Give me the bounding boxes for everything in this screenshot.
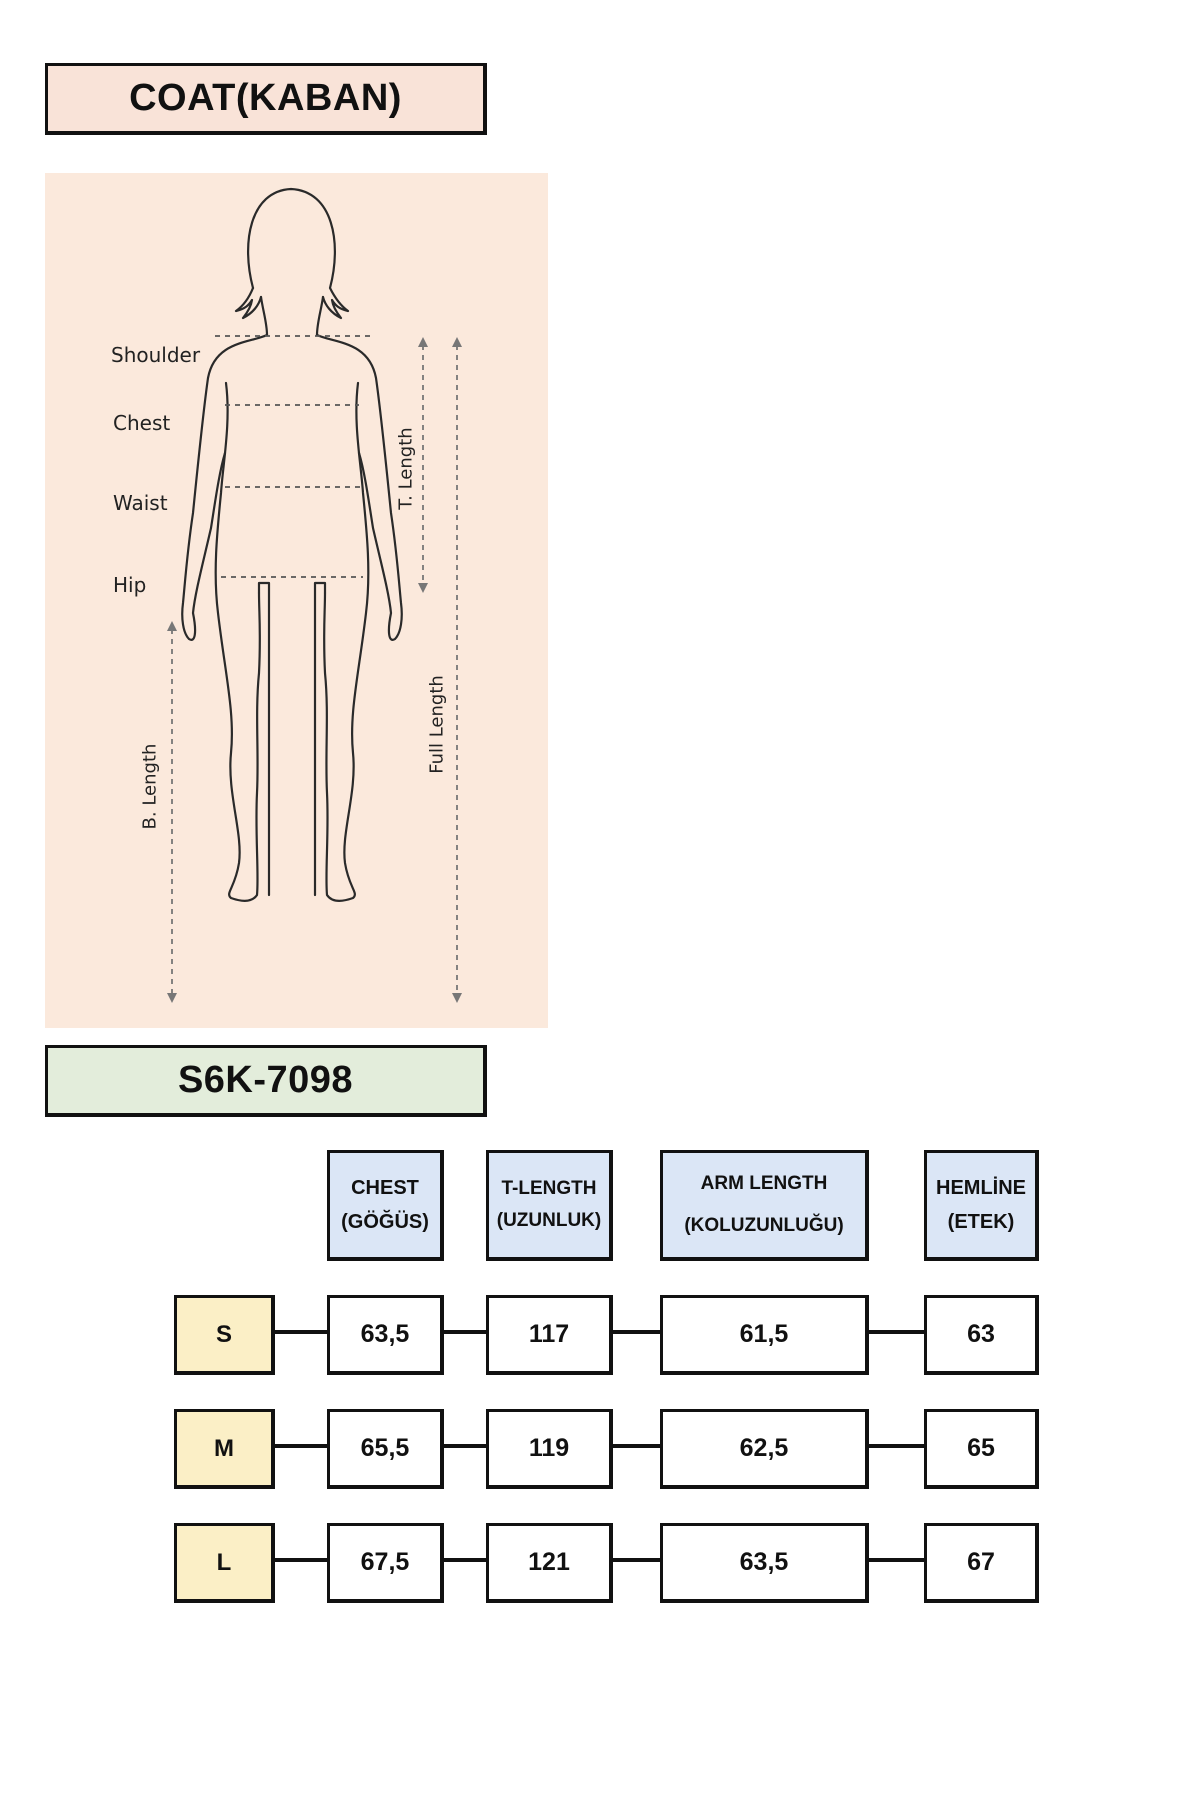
chest-label: Chest bbox=[113, 411, 171, 435]
header-hemline-line2: (ETEK) bbox=[947, 1211, 1015, 1233]
header-chest-line1: CHEST bbox=[351, 1177, 419, 1199]
size-l: L bbox=[174, 1523, 275, 1603]
row-connector bbox=[273, 1558, 1039, 1562]
header-arm-length-line2: (KOLUZUNLUĞU) bbox=[684, 1215, 844, 1236]
header-arm-length-line1: ARM LENGTH bbox=[700, 1173, 828, 1195]
size-m: M bbox=[174, 1409, 275, 1489]
hip-label: Hip bbox=[113, 573, 147, 597]
header-hemline: HEMLİNE (ETEK) bbox=[924, 1150, 1039, 1261]
garment-title: COAT(KABAN) bbox=[45, 63, 487, 135]
row-s-t-length: 117 bbox=[486, 1295, 613, 1375]
full-length-label: Full Length bbox=[426, 675, 448, 774]
header-t-length-line1: T-LENGTH bbox=[501, 1177, 597, 1199]
shoulder-label: Shoulder bbox=[111, 343, 201, 367]
row-l-hemline: 67 bbox=[924, 1523, 1039, 1603]
row-l-arm-length: 63,5 bbox=[660, 1523, 869, 1603]
header-t-length-line2: (UZUNLUK) bbox=[496, 1210, 602, 1231]
header-arm-length: ARM LENGTH (KOLUZUNLUĞU) bbox=[660, 1150, 869, 1261]
b-length-label: B. Length bbox=[139, 743, 161, 830]
model-code: S6K-7098 bbox=[45, 1045, 487, 1117]
row-s-arm-length: 61,5 bbox=[660, 1295, 869, 1375]
row-m-hemline: 65 bbox=[924, 1409, 1039, 1489]
row-m-chest: 65,5 bbox=[327, 1409, 444, 1489]
row-l-t-length: 121 bbox=[486, 1523, 613, 1603]
t-length-label: T. Length bbox=[395, 427, 417, 510]
row-connector bbox=[273, 1444, 1039, 1448]
waist-label: Waist bbox=[113, 491, 168, 515]
size-s: S bbox=[174, 1295, 275, 1375]
row-s-hemline: 63 bbox=[924, 1295, 1039, 1375]
row-m-t-length: 119 bbox=[486, 1409, 613, 1489]
row-s-chest: 63,5 bbox=[327, 1295, 444, 1375]
header-chest-line2: (GÖĞÜS) bbox=[341, 1211, 429, 1233]
body-outline-illustration bbox=[167, 187, 462, 1003]
header-hemline-line1: HEMLİNE bbox=[936, 1177, 1026, 1199]
row-connector bbox=[273, 1330, 1039, 1334]
row-l-chest: 67,5 bbox=[327, 1523, 444, 1603]
header-t-length: T-LENGTH (UZUNLUK) bbox=[486, 1150, 613, 1261]
row-m-arm-length: 62,5 bbox=[660, 1409, 869, 1489]
measurement-figure: Shoulder Chest Waist Hip T. Length Full … bbox=[45, 173, 548, 1028]
header-chest: CHEST (GÖĞÜS) bbox=[327, 1150, 444, 1261]
